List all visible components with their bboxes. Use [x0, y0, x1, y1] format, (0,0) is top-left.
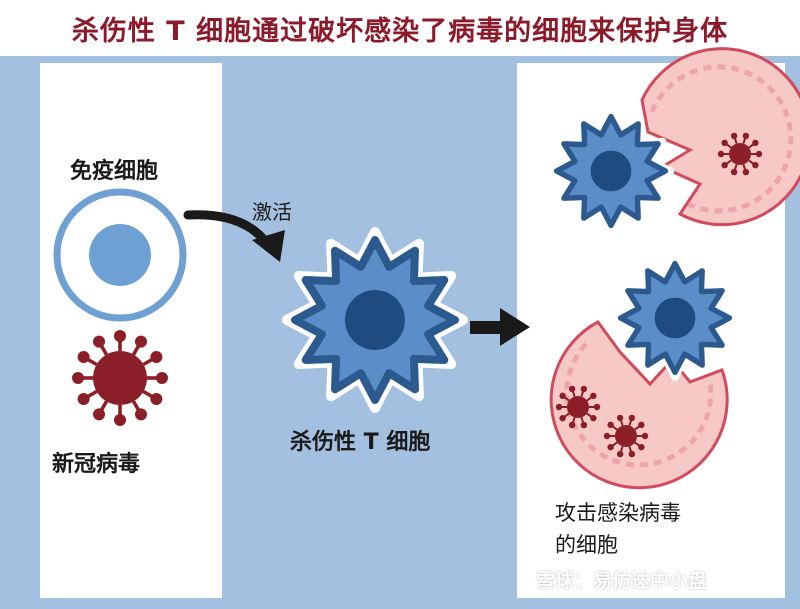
- immune-cell-icon: [53, 188, 187, 322]
- covid-virus-label: 新冠病毒: [52, 452, 141, 477]
- infected-cell-icon: [640, 47, 800, 227]
- killer-t-cell-label: 杀伤性 T 细胞: [290, 430, 431, 455]
- virus-small-icon: [717, 132, 763, 176]
- killer-t-cell-icon: [282, 227, 468, 413]
- activation-arrow-icon: [183, 210, 285, 262]
- virus-small-icon: [555, 385, 601, 429]
- arrow-right-icon: [470, 308, 530, 346]
- infected-cell-icon: [549, 320, 729, 490]
- attack-label: 攻击感染病毒 的细胞: [555, 497, 681, 561]
- attacking-t-cell-icon: [547, 107, 675, 235]
- attack-label-line2: 的细胞: [555, 533, 618, 557]
- virus-small-icon: [603, 414, 649, 458]
- covid-virus-icon: [72, 330, 168, 426]
- attacking-t-cell-icon: [611, 254, 739, 382]
- diagram-title: 杀伤性 T 细胞通过破坏感染了病毒的细胞来保护身体: [71, 15, 729, 47]
- attack-label-line1: 攻击感染病毒: [555, 501, 681, 525]
- immune-cell-label: 免疫细胞: [70, 159, 159, 184]
- left-panel: [40, 63, 222, 598]
- activate-label: 激活: [252, 200, 292, 224]
- watermark: 雪球：易仿达中小盘: [536, 570, 708, 592]
